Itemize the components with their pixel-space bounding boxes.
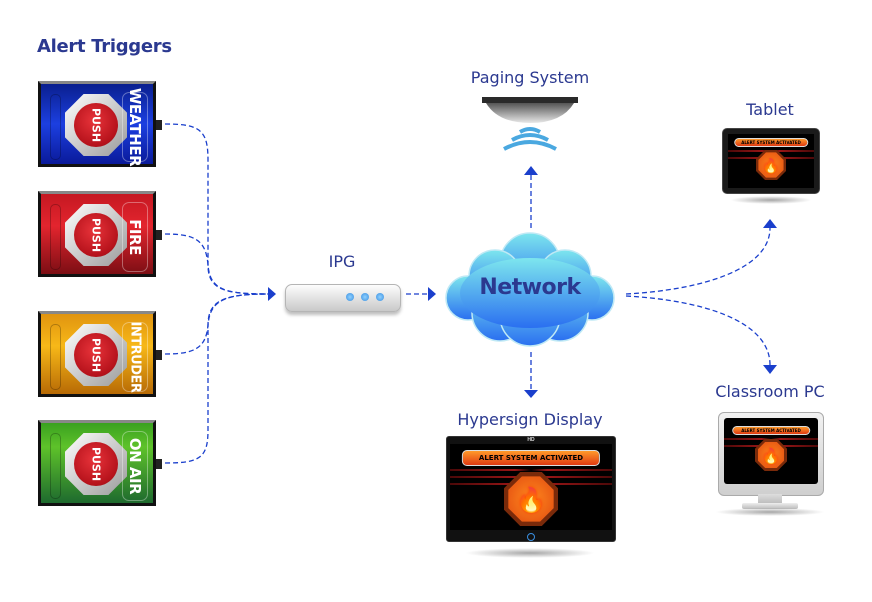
alert-banner: ALERT SYSTEM ACTIVATED [732, 426, 810, 435]
pc-screen: ALERT SYSTEM ACTIVATED 🔥 [724, 418, 818, 484]
hypersign-label: Hypersign Display [457, 410, 603, 429]
tablet-shadow [730, 196, 812, 204]
ipg-label: IPG [328, 252, 356, 271]
arrow-to-paging [524, 166, 538, 175]
led-icon [376, 293, 384, 301]
panel-slot [50, 324, 61, 390]
hd-badge: HD [527, 437, 535, 443]
plug-icon [156, 459, 162, 469]
trigger-label: FIRE [122, 202, 148, 272]
hypersign-display[interactable]: HD ALERT SYSTEM ACTIVATED 🔥 [446, 436, 616, 542]
network-cloud-icon[interactable] [440, 228, 620, 348]
paging-speaker-icon[interactable] [482, 95, 580, 157]
trigger-on-air[interactable]: PUSH ON AIR [38, 420, 162, 506]
pc-base [742, 503, 798, 509]
push-button[interactable]: PUSH [74, 103, 118, 147]
arrow-to-tablet [763, 219, 777, 228]
panel-slot [50, 94, 61, 160]
fire-alert-icon: 🔥 [504, 472, 558, 526]
pc-stand [758, 494, 782, 504]
trigger-fire[interactable]: PUSH FIRE [38, 191, 162, 277]
connector-network-tablet [625, 227, 771, 295]
led-icon [361, 293, 369, 301]
paging-label: Paging System [470, 68, 590, 87]
led-icon [346, 293, 354, 301]
connector-network-pc [625, 295, 771, 366]
trigger-label: INTRUDER [122, 322, 148, 392]
arrow-to-pc [763, 365, 777, 374]
power-button-icon[interactable] [527, 533, 535, 541]
connector-weather [164, 123, 269, 295]
panel-slot [50, 433, 61, 499]
plug-icon [156, 350, 162, 360]
panel-slot [50, 204, 61, 270]
connector-fire [164, 233, 269, 295]
alert-banner: ALERT SYSTEM ACTIVATED [461, 450, 601, 466]
arrow-to-network [428, 287, 436, 301]
tablet-label: Tablet [746, 100, 794, 119]
trigger-label: WEATHER [122, 88, 148, 166]
connector-onair [164, 293, 269, 464]
arrow-to-ipg [268, 287, 276, 301]
plug-icon [156, 120, 162, 130]
trigger-label: ON AIR [122, 431, 148, 501]
classroom-pc-label: Classroom PC [715, 382, 825, 401]
tablet-screen: ALERT SYSTEM ACTIVATED 🔥 [728, 134, 814, 188]
fire-alert-icon: 🔥 [755, 439, 787, 471]
network-label: Network [479, 275, 581, 300]
push-button[interactable]: PUSH [74, 442, 118, 486]
push-button[interactable]: PUSH [74, 333, 118, 377]
trigger-intruder[interactable]: PUSH INTRUDER [38, 311, 162, 397]
diagram-title: Alert Triggers [37, 36, 172, 57]
classroom-pc-monitor[interactable]: ALERT SYSTEM ACTIVATED 🔥 [718, 412, 824, 496]
pc-shadow [715, 508, 825, 516]
arrow-to-hypersign [524, 390, 538, 398]
ipg-device[interactable] [285, 284, 401, 312]
tablet-device[interactable]: ALERT SYSTEM ACTIVATED 🔥 [722, 128, 820, 194]
push-button[interactable]: PUSH [74, 213, 118, 257]
fire-alert-icon: 🔥 [756, 150, 786, 180]
hypersign-screen: ALERT SYSTEM ACTIVATED 🔥 [450, 444, 612, 530]
alert-banner: ALERT SYSTEM ACTIVATED [734, 138, 808, 147]
trigger-weather[interactable]: PUSH WEATHER [38, 81, 162, 167]
plug-icon [156, 230, 162, 240]
display-shadow [465, 548, 595, 558]
